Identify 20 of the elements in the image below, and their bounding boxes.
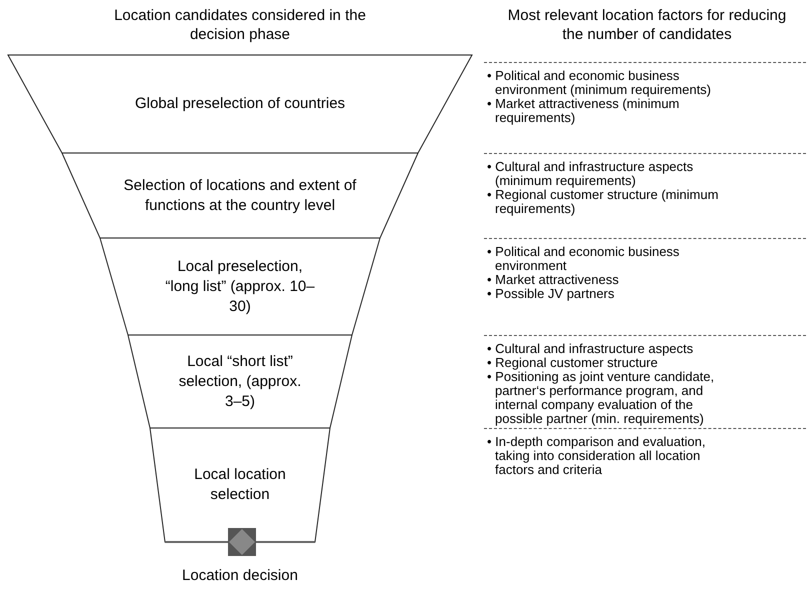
heading: Most relevant location factors for reducing the number of candidates: [507, 6, 787, 44]
factor-item: • Regional customer structure: [487, 356, 658, 370]
decision-diamond: [228, 528, 256, 556]
factor-item: • Political and economic business environment: [487, 245, 680, 273]
factor-item: • Political and economic business environment (minimum requirements): [487, 69, 712, 97]
stage-label: Local location selection: [193, 465, 287, 505]
factor-item: • In-depth comparison and evaluation, taking into consideration all location factors and criteria: [487, 435, 706, 477]
stage-label: Local “short list” selection, (approx. 3–5): [178, 352, 302, 412]
factor-item: • Regional customer structure (minimum requirements): [487, 188, 720, 216]
factor-item: • Market attractiveness: [487, 273, 620, 287]
stage-label: Local preselection, “long list” (approx. 10–30): [165, 256, 315, 316]
factor-item: • Possible JV partners: [487, 287, 616, 301]
stage-label: Selection of locations and extent of functions at the country level: [122, 176, 358, 216]
heading: Location candidates considered in the decision phase: [113, 6, 367, 44]
stage-label: Global preselection of countries: [134, 94, 346, 114]
factor-item: • Positioning as joint venture candidate, partner‘s performance program, and internal company evaluation of the possible partner (min. requirements): [487, 370, 716, 426]
node-caption: Location decision: [181, 566, 299, 585]
factor-item: • Market attractiveness (minimum requirements): [487, 97, 680, 125]
factor-item: • Cultural and infrastructure aspects (minimum requirements): [487, 160, 694, 188]
factor-item: • Cultural and infrastructure aspects: [487, 342, 694, 356]
